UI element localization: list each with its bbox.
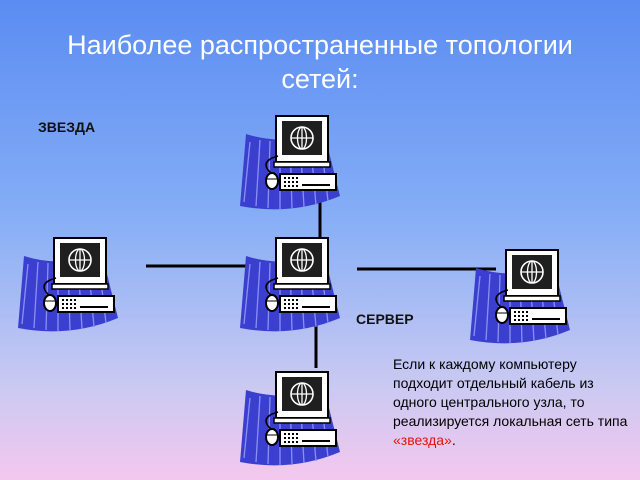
caption-text: Если к каждому компьютеру подходит отдел… — [393, 355, 628, 450]
slide-title-line-2: сетей: — [281, 64, 359, 94]
node-left-computer-icon — [14, 234, 124, 344]
topology-label: ЗВЕЗДА — [38, 119, 96, 135]
server-label: СЕРВЕР — [356, 311, 414, 327]
server-computer-icon — [236, 234, 346, 344]
caption-body: Если к каждому компьютеру подходит отдел… — [393, 356, 628, 429]
caption-highlight: «звезда» — [393, 432, 452, 448]
node-right-computer-icon — [466, 246, 576, 356]
node-bottom-computer-icon — [236, 368, 346, 478]
caption-end: . — [451, 432, 456, 448]
node-top-computer-icon — [236, 112, 346, 222]
slide-title-line-1: Наиболее распространенные топологии — [67, 30, 573, 60]
slide-title: Наиболее распространенные топологии сете… — [0, 28, 640, 96]
